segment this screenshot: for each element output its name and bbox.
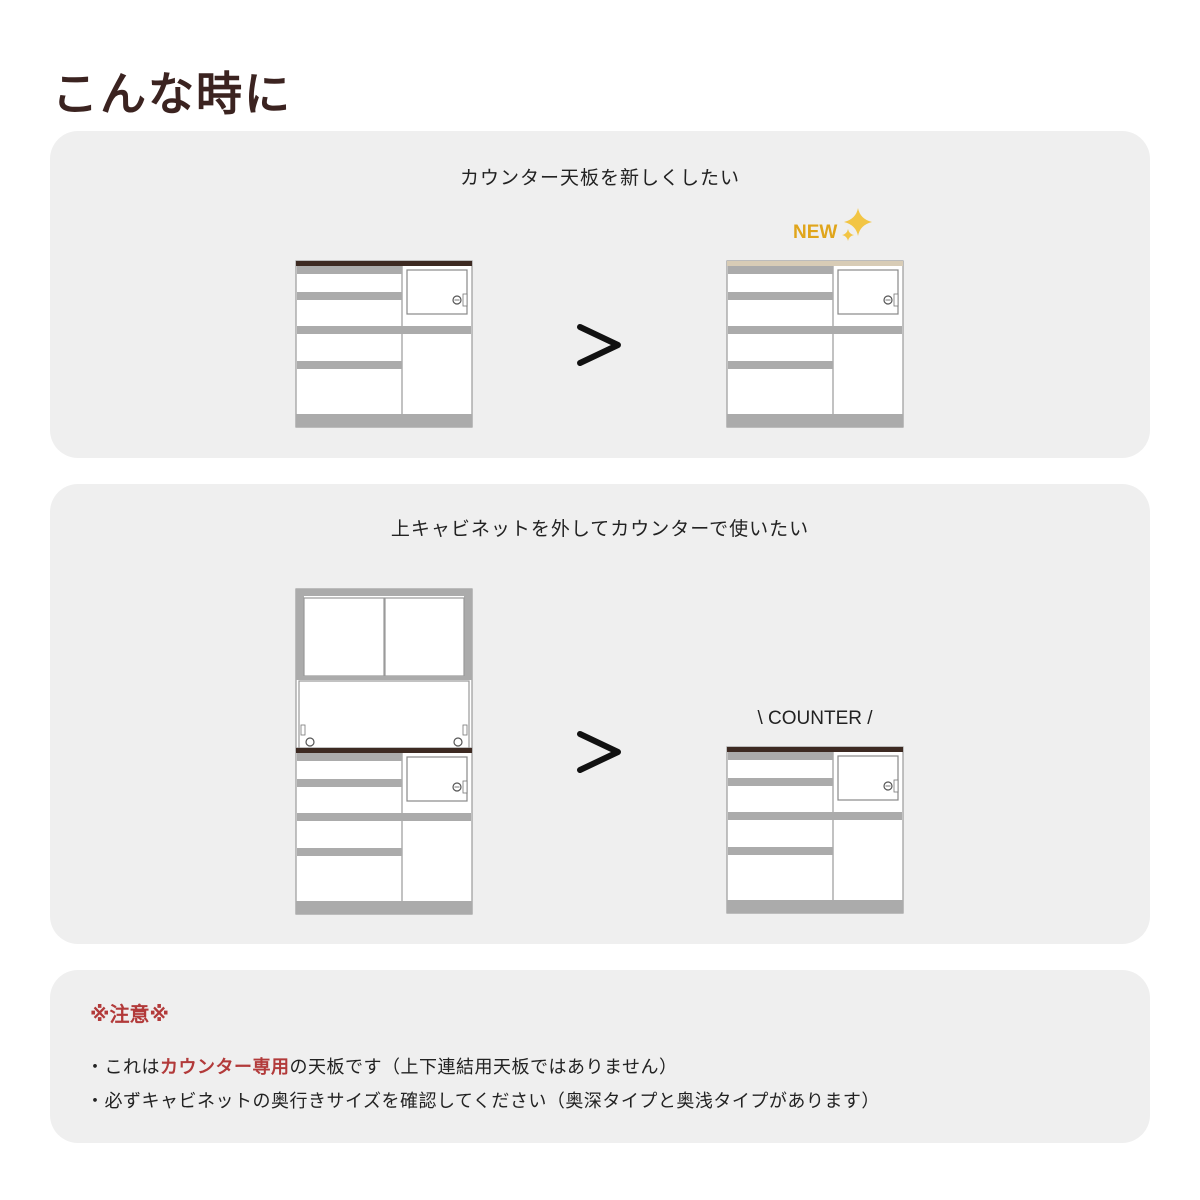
panel-heading: 上キャビネットを外してカウンターで使いたい [390,518,810,540]
counter-label: \ COUNTER / [757,708,873,729]
caution-note-2: ・必ずキャビネットの奥行きサイズを確認してください（奥深タイプと奥浅タイプがあり… [86,1091,880,1112]
scenario-panel-new-top: カウンター天板を新しくしたい [50,131,1150,458]
cabinet-after [726,260,904,428]
cabinet-before [295,260,473,428]
sparkle-icon [842,208,872,241]
panel-illustration: \ COUNTER / [295,588,904,915]
page-title: こんな時に [52,67,292,121]
note-highlight: カウンター専用 [160,1057,290,1078]
scenario-panel-counter: 上キャビネットを外してカウンターで使いたい \ COUNTER / [50,484,1150,944]
new-badge: NEW [793,222,837,243]
countertop-dark [296,748,472,753]
panel-illustration: NEW [295,208,904,428]
countertop-new [727,261,903,266]
upper-cabinet [295,588,473,752]
cabinet-counter [726,746,904,914]
cabinet-stacked [295,747,473,915]
caution-panel: ※注意※ ・これはカウンター専用の天板です（上下連結用天板ではありません） ・必… [50,970,1150,1143]
countertop-dark [727,747,903,752]
caution-title: ※注意※ [90,1002,169,1026]
caution-note-1: ・これはカウンター専用の天板です（上下連結用天板ではありません） [86,1053,677,1079]
greater-than-arrow-icon [577,731,621,773]
countertop-old [296,261,472,266]
note-suffix: の天板です（上下連結用天板ではありません） [289,1057,678,1078]
panel-heading: カウンター天板を新しくしたい [459,167,740,189]
note-prefix: ・これは [86,1057,160,1078]
greater-than-arrow-icon [577,324,621,366]
